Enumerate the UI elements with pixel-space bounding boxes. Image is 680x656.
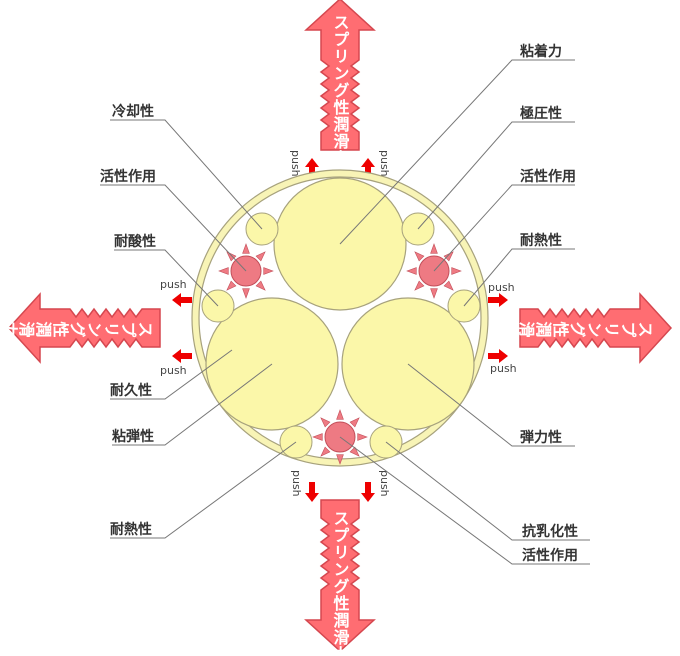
leader-lines bbox=[100, 59, 590, 565]
active-ray bbox=[357, 433, 368, 441]
right-arrow-text: スプリング性潤滑力 bbox=[501, 319, 654, 338]
active-ray bbox=[255, 280, 266, 291]
label-activity-bottom: 活性作用 bbox=[522, 547, 578, 564]
active-ray bbox=[443, 280, 454, 291]
label-activity-right: 活性作用 bbox=[520, 168, 576, 185]
push-label-top-left: push bbox=[289, 150, 302, 177]
active-ray bbox=[336, 454, 344, 465]
push-label-top-right: push bbox=[378, 150, 391, 177]
active-ray bbox=[430, 288, 438, 299]
labels-right: 粘着力 極圧性 活性作用 耐熱性 弾力性 抗乳化性 活性作用 bbox=[520, 43, 578, 564]
label-viscoelasticity: 粘弾性 bbox=[112, 428, 154, 445]
push-label-left-lower: push bbox=[160, 364, 187, 377]
active-ray bbox=[263, 267, 274, 275]
bottom-spring-arrow: スプリング性潤滑力 bbox=[305, 499, 375, 656]
label-adhesion: 粘着力 bbox=[520, 43, 562, 60]
active-ray bbox=[312, 433, 323, 441]
active-ray bbox=[226, 251, 237, 262]
label-extreme-pressure: 極圧性 bbox=[520, 105, 562, 122]
active-ray bbox=[414, 251, 425, 262]
label-durability: 耐久性 bbox=[110, 382, 152, 399]
left-arrow-text: スプリング性潤滑力 bbox=[1, 319, 154, 338]
active-ray bbox=[443, 251, 454, 262]
active-ray bbox=[226, 280, 237, 291]
push-labels: push push push push push push push push bbox=[160, 150, 517, 497]
label-heat-resistance-left: 耐熱性 bbox=[110, 521, 152, 538]
push-label-right-upper: push bbox=[488, 281, 515, 294]
push-label-right-lower: push bbox=[490, 362, 517, 375]
active-ray bbox=[242, 243, 250, 254]
active-ray bbox=[218, 267, 229, 275]
active-ray bbox=[336, 409, 344, 420]
active-ray bbox=[320, 417, 331, 428]
active-ray bbox=[242, 288, 250, 299]
active-ray bbox=[349, 417, 360, 428]
left-spring-arrow: スプリング性潤滑力 bbox=[1, 293, 161, 363]
active-ray bbox=[414, 280, 425, 291]
push-label-left-upper: push bbox=[160, 278, 187, 291]
push-label-bottom-left: push bbox=[290, 470, 303, 497]
label-demulsibility: 抗乳化性 bbox=[522, 523, 578, 540]
push-label-bottom-right: push bbox=[378, 470, 391, 497]
active-ray bbox=[451, 267, 462, 275]
label-heat-resistance-right: 耐熱性 bbox=[520, 232, 562, 249]
active-ray bbox=[349, 446, 360, 457]
top-arrow-text: スプリング性潤滑力 bbox=[331, 14, 350, 167]
active-ray bbox=[430, 243, 438, 254]
top-spring-arrow: スプリング性潤滑力 bbox=[305, 0, 375, 167]
bottom-arrow-text: スプリング性潤滑力 bbox=[331, 510, 350, 656]
label-cooling: 冷却性 bbox=[112, 103, 154, 120]
active-ray bbox=[406, 267, 417, 275]
active-ray bbox=[320, 446, 331, 457]
label-acid-resistance: 耐酸性 bbox=[114, 233, 156, 250]
right-spring-arrow: スプリング性潤滑力 bbox=[501, 293, 672, 363]
labels-left: 冷却性 活性作用 耐酸性 耐久性 粘弾性 耐熱性 bbox=[100, 103, 156, 538]
active-ray bbox=[255, 251, 266, 262]
label-elasticity: 弾力性 bbox=[520, 429, 562, 446]
label-activity-left: 活性作用 bbox=[100, 168, 156, 185]
